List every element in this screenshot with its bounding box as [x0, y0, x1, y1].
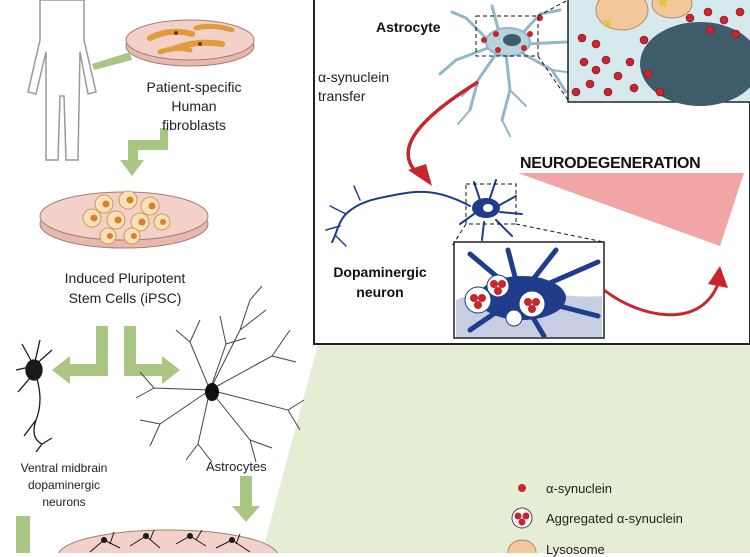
- dopaminergic-label: Dopaminergic neuron: [316, 262, 444, 302]
- transfer-label-line-2: transfer: [318, 88, 366, 104]
- astrocyte-inset: [567, 0, 750, 106]
- dopaminergic-neuron-icon: [325, 179, 523, 247]
- fibroblasts-label-line-2: Human: [171, 98, 217, 114]
- ipsc-to-neuron-arrow: [52, 326, 108, 384]
- fibroblast-dish: [125, 19, 255, 67]
- neuron-inset: [453, 241, 605, 339]
- astrocyte-sketch-icon: [135, 285, 305, 463]
- legend-item-lysosome: Lysosome: [546, 542, 605, 557]
- transfer-arrow: [406, 80, 479, 178]
- neuron-zoom-box: [465, 183, 517, 225]
- neurons-label: Ventral midbrain dopaminergic neurons: [0, 460, 128, 511]
- astrocytes-label: Astrocytes: [206, 459, 267, 474]
- neurons-label-line-2: dopaminergic: [27, 478, 101, 492]
- transfer-label-line-1: α-synuclein: [318, 69, 390, 85]
- transfer-arrowhead: [408, 164, 432, 186]
- dopaminergic-label-line-2: neuron: [356, 284, 404, 300]
- degeneration-arrow: [603, 283, 720, 317]
- legend-aggregated-icon: [511, 507, 533, 529]
- astrocyte-zoom-box: [475, 15, 539, 57]
- ipsc-label-line-2: Stem Cells (iPSC): [68, 290, 182, 306]
- fibroblasts-label: Patient-specific Human fibroblasts: [136, 78, 252, 135]
- neurons-to-culture-arrow: [16, 516, 30, 553]
- legend-item-synuclein: α-synuclein: [546, 481, 613, 496]
- neurons-label-line-1: Ventral midbrain: [20, 461, 108, 475]
- human-to-dish-arrow: [92, 52, 132, 70]
- legend-lysosome-icon: [507, 539, 537, 553]
- ipsc-label-line-1: Induced Pluripotent: [64, 270, 186, 286]
- legend-synuclein-icon: [518, 484, 526, 492]
- fibroblast-to-ipsc-arrow: [120, 128, 168, 176]
- astrocyte-synuclein-dots: [481, 15, 543, 53]
- dopaminergic-label-line-1: Dopaminergic: [333, 264, 427, 280]
- human-figure-icon: [27, 0, 97, 161]
- transfer-label: α-synuclein transfer: [318, 68, 389, 106]
- neurodegeneration-label: NEURODEGENERATION: [520, 155, 701, 172]
- neurodegeneration-wedge: [518, 173, 744, 246]
- ipsc-dish: [39, 190, 209, 249]
- astrocyte-zoom-lines: [537, 0, 569, 101]
- coculture-dish: [58, 529, 278, 553]
- legend-item-aggregated: Aggregated α-synuclein: [546, 511, 683, 526]
- degeneration-arrowhead: [708, 266, 728, 288]
- fibroblasts-label-line-1: Patient-specific: [146, 79, 242, 95]
- projection-wedge: [262, 344, 750, 553]
- ipsc-label: Induced Pluripotent Stem Cells (iPSC): [40, 268, 210, 308]
- small-neuron-icon: [15, 339, 53, 453]
- fibroblasts-label-line-3: fibroblasts: [162, 117, 226, 133]
- ipsc-to-astrocyte-arrow: [124, 326, 180, 384]
- astrocyte-label: Astrocyte: [376, 19, 441, 35]
- astrocytes-to-culture-arrow: [232, 476, 260, 522]
- neurons-label-line-3: neurons: [42, 495, 86, 509]
